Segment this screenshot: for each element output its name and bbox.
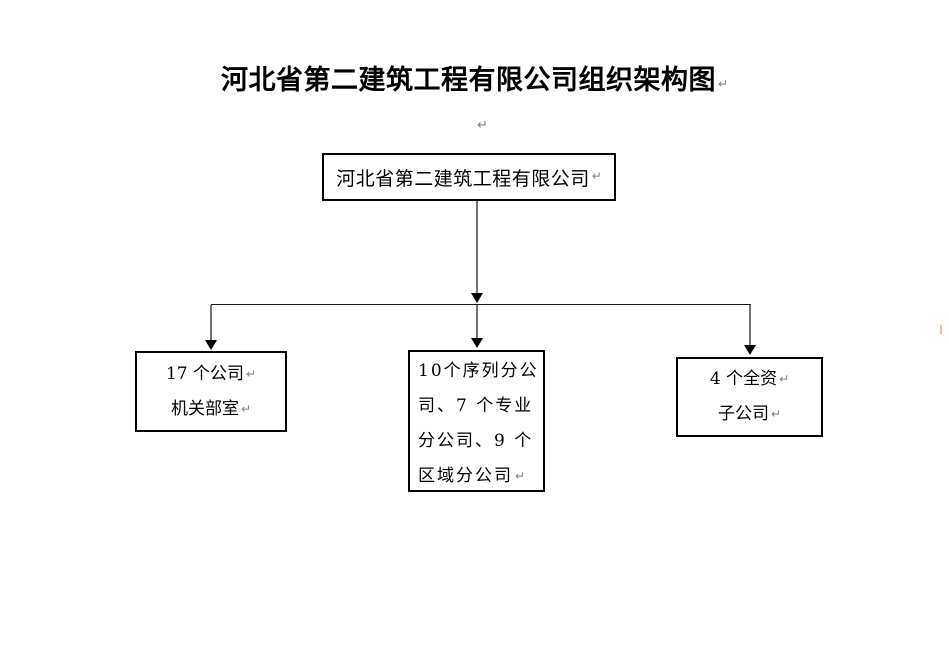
arrow-down-icon bbox=[744, 345, 756, 355]
org-chart-title-text: 河北省第二建筑工程有限公司组织架构图 bbox=[220, 65, 716, 96]
paragraph-mark-icon: ↵ bbox=[515, 469, 526, 483]
page-edge-mark bbox=[940, 325, 942, 334]
connector-left-stem bbox=[210, 305, 212, 340]
root-company-label: 河北省第二建筑工程有限公司 bbox=[336, 167, 590, 190]
connector-main-stem bbox=[476, 201, 478, 293]
branches-box[interactable]: 10个序列分公 司、7 个专业 分公司、9 个 区域分公司↵ bbox=[408, 350, 545, 492]
connector-right-stem bbox=[749, 305, 751, 345]
offices-line-text: 机关部室 bbox=[170, 399, 239, 419]
connector-middle-stem bbox=[476, 305, 478, 338]
arrow-down-icon bbox=[471, 338, 483, 348]
branches-line: 司、7 个专业 bbox=[418, 389, 543, 424]
paragraph-mark-icon: ↵ bbox=[717, 77, 729, 91]
connector-horizontal-line bbox=[211, 304, 751, 305]
branches-line: 10个序列分公 bbox=[418, 354, 543, 389]
paragraph-mark-icon: ↵ bbox=[477, 118, 488, 133]
subsidiaries-line-text: 4 个全资 bbox=[709, 369, 778, 389]
branches-line-text: 司、7 个专业 bbox=[418, 396, 534, 416]
paragraph-mark-icon: ↵ bbox=[240, 402, 252, 416]
arrow-down-icon bbox=[471, 293, 483, 303]
subsidiaries-box[interactable]: 4 个全资↵ 子公司↵ bbox=[676, 357, 823, 437]
offices-line: 17 个公司↵ bbox=[137, 357, 285, 392]
branches-line-text: 10个序列分公 bbox=[418, 361, 539, 381]
root-company-box[interactable]: 河北省第二建筑工程有限公司↵ bbox=[322, 153, 616, 201]
offices-line-text: 17 个公司 bbox=[165, 364, 244, 384]
branches-line-text: 区域分公司 bbox=[418, 466, 513, 486]
offices-box[interactable]: 17 个公司↵ 机关部室↵ bbox=[135, 351, 287, 432]
paragraph-mark-icon: ↵ bbox=[770, 407, 782, 421]
branches-line-text: 分公司、9 个 bbox=[418, 431, 534, 451]
paragraph-mark-icon: ↵ bbox=[779, 372, 790, 386]
subsidiaries-line: 子公司↵ bbox=[678, 397, 821, 432]
arrow-down-icon bbox=[205, 340, 217, 350]
subsidiaries-line-text: 子公司 bbox=[717, 404, 769, 424]
branches-line: 分公司、9 个 bbox=[418, 424, 543, 459]
paragraph-mark-icon: ↵ bbox=[245, 367, 257, 381]
org-chart-title: 河北省第二建筑工程有限公司组织架构图↵ bbox=[0, 64, 949, 102]
paragraph-mark-icon: ↵ bbox=[591, 169, 602, 183]
offices-line: 机关部室↵ bbox=[137, 392, 285, 427]
subsidiaries-line: 4 个全资↵ bbox=[678, 362, 821, 397]
branches-line: 区域分公司↵ bbox=[418, 459, 543, 495]
